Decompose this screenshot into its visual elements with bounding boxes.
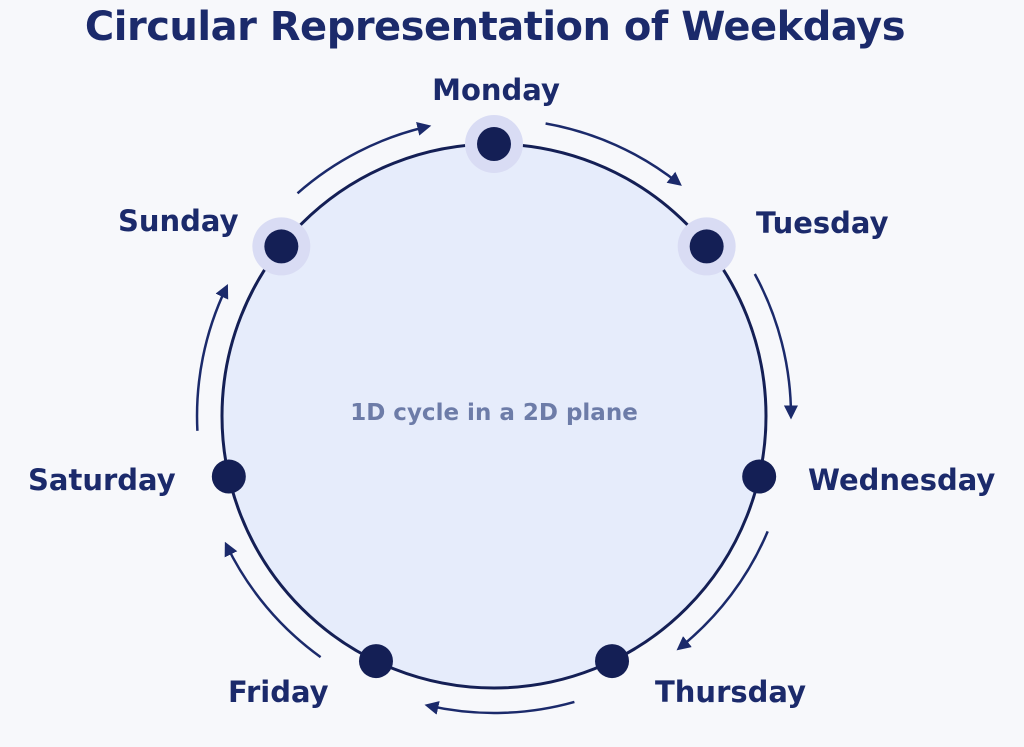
label-saturday: Saturday	[28, 463, 176, 497]
node-tuesday	[689, 229, 724, 264]
label-sunday: Sunday	[118, 204, 239, 238]
direction-arrows	[195, 121, 798, 715]
node-saturday	[211, 459, 246, 494]
arrow-thursday-to-friday	[424, 700, 575, 715]
node-monday	[477, 127, 511, 161]
node-sunday	[264, 229, 299, 264]
arrow-saturday-to-sunday	[195, 284, 229, 431]
arrow-tuesday-to-wednesday	[753, 273, 798, 420]
weekday-nodes	[211, 115, 777, 679]
diagram-title: Circular Representation of Weekdays	[84, 4, 906, 50]
label-wednesday: Wednesday	[808, 463, 995, 497]
label-friday: Friday	[228, 675, 329, 709]
label-tuesday: Tuesday	[756, 206, 889, 240]
arrow-monday-to-tuesday	[545, 122, 682, 186]
arrow-wednesday-to-thursday	[676, 530, 769, 651]
arrow-friday-to-saturday	[224, 541, 322, 659]
node-wednesday	[742, 459, 777, 494]
arrow-sunday-to-monday	[296, 121, 432, 195]
label-thursday: Thursday	[655, 675, 806, 709]
node-friday	[358, 644, 393, 679]
node-thursday	[595, 644, 630, 679]
label-monday: Monday	[432, 73, 560, 107]
center-caption: 1D cycle in a 2D plane	[350, 400, 638, 426]
